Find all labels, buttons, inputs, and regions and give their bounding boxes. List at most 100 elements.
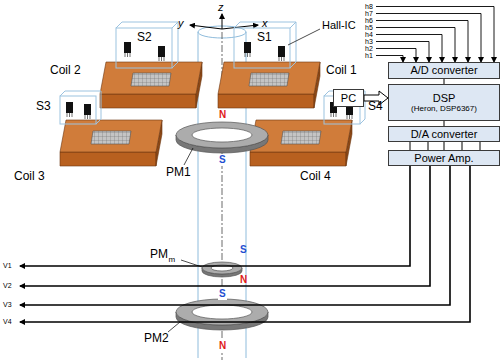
signal-name: h1 [365,52,373,59]
sensor-signal-line [376,7,494,63]
signal-bus-line [480,142,481,150]
sensor-signal-line [376,42,429,63]
leader-line [288,29,320,45]
permanent-magnet-ring [192,305,252,319]
coil-drive-line [20,166,410,266]
process-box: PC [333,89,364,107]
hall-ic-chip [84,104,91,115]
hall-ic-chip [244,42,251,53]
hall-ic-chip [278,46,285,57]
sensor-name: S4 [368,100,383,114]
permanent-magnet-ring [176,122,268,153]
signal-name: V3 [3,301,12,308]
signal-name: h5 [365,24,373,31]
coil [218,62,320,108]
block-link [444,142,445,150]
process-box: D/A converter [388,126,500,142]
pole-label: N [218,109,227,121]
hall-sensor-frame [116,22,178,68]
sensor-name: S3 [36,100,51,114]
permanent-magnet-ring [202,262,242,277]
hall-ic-pins [67,53,352,119]
part-name: Coil 3 [14,170,45,184]
signal-name: h8 [365,3,373,10]
hall-sensor-frame [116,28,172,68]
sensor-signal-line [376,35,442,63]
process-box: A/D converter [388,62,500,79]
coil [60,62,352,166]
hall-sensor-frame [60,22,365,124]
pole-label: N [218,340,227,352]
signal-name: V2 [3,282,12,289]
coil-drive-line [20,166,470,322]
hall-ic-chip [158,46,165,57]
sensor-signal-line [376,14,481,63]
signal-name: V1 [3,262,12,269]
hall-ic-pins [67,53,352,119]
part-name: PM2 [144,332,169,346]
hall-sensor-frame [60,96,96,124]
signal-name: h3 [365,38,373,45]
axis-triad [190,25,222,29]
part-name-subscript: m [169,256,176,264]
block-title: D/A converter [411,128,478,141]
part-name: PM [150,248,168,262]
sensor-signal-line [376,28,455,63]
sensor-signal-line [376,21,468,63]
part-name: Coil 4 [300,170,331,184]
part-name: Coil 2 [50,64,81,78]
process-box: Power Amp. [388,150,500,166]
sensor-signal-line [376,49,416,63]
sensor-signal-line [376,7,494,63]
sensor-name: S2 [137,31,152,45]
permanent-magnet-ring [176,299,268,325]
leader-line [168,322,180,332]
block-title: DSP [433,92,456,105]
hall-sensor-frame [60,91,101,124]
permanent-magnet-ring [202,262,242,274]
part-name: Coil 1 [326,64,357,78]
coil-drive-line [20,166,450,305]
signal-name: h6 [365,17,373,24]
part-name: Hall-IC [322,19,356,32]
signal-bus-line [410,142,411,150]
pole-label: S [240,244,247,256]
signal-name: V4 [3,318,12,325]
signal-name: h4 [365,31,373,38]
signal-name: h7 [365,10,373,17]
process-box: DSP(Heron, DSP6367) [388,84,500,121]
signal-bus-line [410,142,480,150]
signal-bus-line [428,142,429,150]
pole-label: S [218,154,227,166]
block-title: PC [341,92,356,105]
hall-ic-chip [124,42,131,53]
signal-bus-line [462,142,463,150]
part-name: PM1 [166,166,191,180]
signal-name: h2 [365,45,373,52]
coil [100,62,202,108]
coil-drive-line [20,166,470,322]
sensor-name: S1 [257,31,272,45]
leader-line [184,148,193,165]
permanent-magnet-ring [176,122,268,148]
hall-sensor-frame [234,28,290,68]
axis-label: x [262,17,268,30]
pole-label: N [240,274,247,286]
hall-sensor-frame [172,22,178,28]
permanent-magnet-ring [176,299,268,330]
hall-sensor-frame [290,22,296,28]
block-note: (Heron, DSP6367) [411,104,477,113]
coil [60,120,162,166]
pole-label: S [218,288,227,300]
permanent-magnet-ring [192,128,252,142]
hall-ic-chip [66,102,73,113]
axis-label: z [218,1,224,14]
coil-drive-line [20,166,430,286]
block-title: Power Amp. [414,152,473,165]
block-title: A/D converter [410,64,477,77]
axis-triad [222,14,223,29]
